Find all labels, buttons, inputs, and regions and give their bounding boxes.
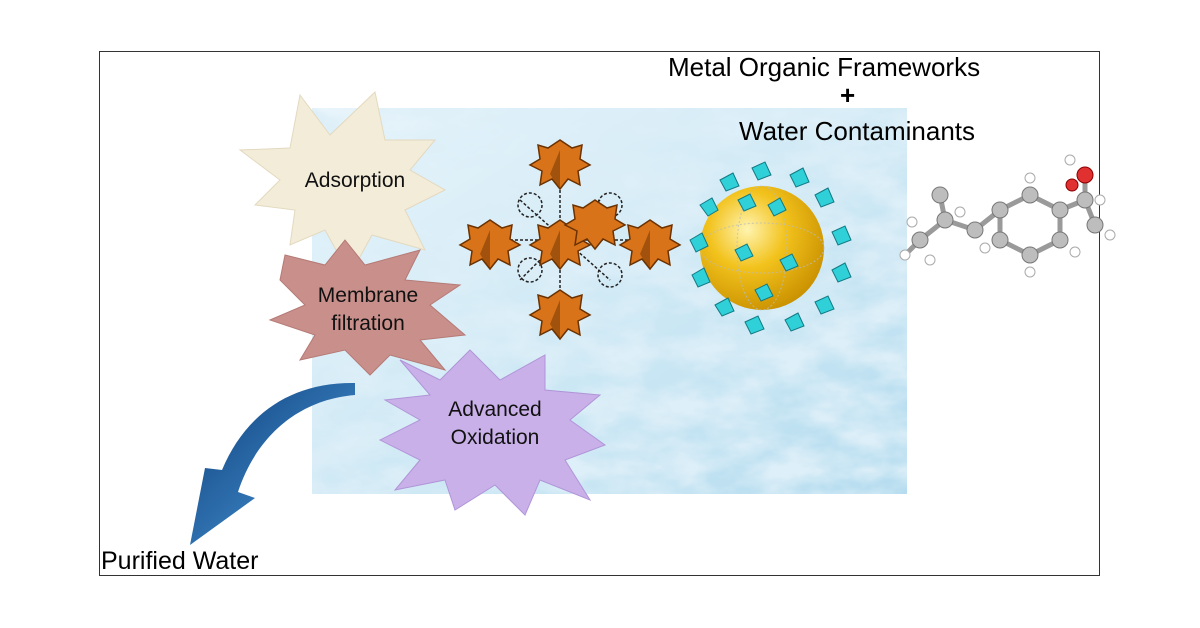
heading-plus: + <box>840 80 856 110</box>
adsorption-label: Adsorption <box>304 169 406 192</box>
mof-cluster-icon <box>458 139 682 341</box>
membrane-starburst <box>268 239 467 376</box>
oxidation-label-line-1: Advanced <box>448 398 542 421</box>
heading-line-2: Water Contaminants <box>739 116 976 146</box>
membrane-label-line-1: Membrane <box>317 284 419 307</box>
oxidation-starburst <box>378 349 607 516</box>
curved-arrow-icon <box>190 382 355 545</box>
purified-water-label: Purified Water <box>101 547 259 575</box>
contaminant-molecule-icon <box>899 154 1116 278</box>
oxidation-label-line-2: Oxidation <box>450 426 540 449</box>
adsorption-starburst <box>238 91 447 277</box>
heading-line-1: Metal Organic Frameworks <box>668 52 981 82</box>
mof-cage-sphere-icon <box>689 161 852 335</box>
membrane-label-line-2: filtration <box>331 312 405 335</box>
